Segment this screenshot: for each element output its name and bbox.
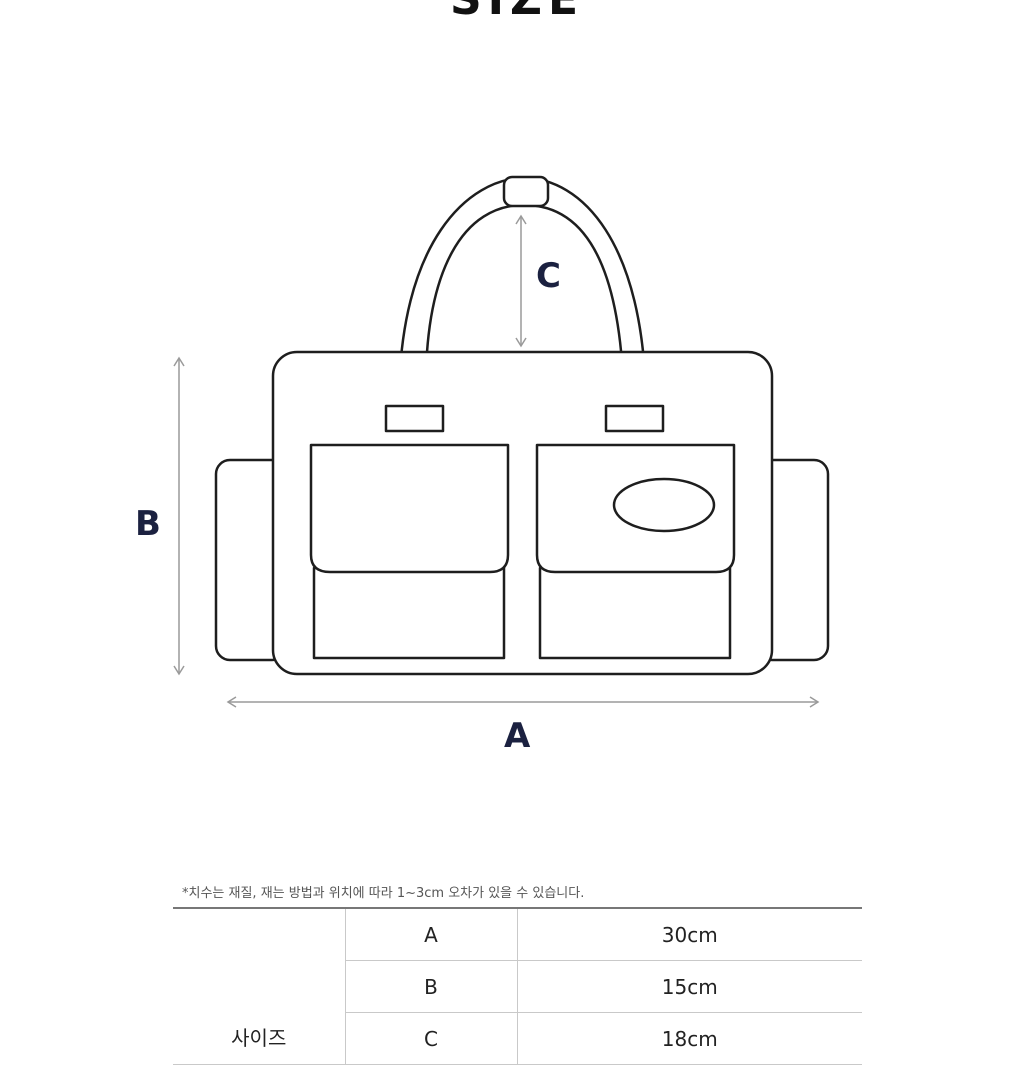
dimension-value: 15cm	[517, 960, 862, 1013]
right-front-pocket	[538, 566, 732, 660]
table-row: B 15cm	[173, 960, 862, 1013]
page-title: SIZE	[0, 0, 1034, 25]
dimension-key: B	[345, 960, 518, 1013]
left-handle-tab	[384, 404, 445, 433]
bag-dimension-diagram	[173, 175, 830, 708]
dimension-label-c: C	[536, 256, 561, 296]
size-table: 사이즈 A 30cm B 15cm C 18cm	[173, 907, 862, 1065]
size-row-header: 사이즈	[173, 907, 346, 1065]
table-row: 사이즈 A 30cm	[173, 907, 862, 1065]
size-disclaimer-note: *치수는 재질, 재는 방법과 위치에 따라 1~3cm 오차가 있을 수 있습…	[182, 886, 585, 901]
left-front-pocket	[312, 566, 506, 660]
dimension-key: A	[345, 907, 518, 961]
handle-grip	[502, 175, 550, 208]
dimension-label-b: B	[135, 504, 161, 544]
logo-patch	[612, 477, 716, 533]
dimension-label-a: A	[504, 716, 531, 756]
right-handle-tab	[604, 404, 665, 433]
left-pocket-flap	[309, 443, 510, 574]
dimension-key: C	[345, 1012, 518, 1065]
dimension-value: 18cm	[517, 1012, 862, 1065]
dimension-value: 30cm	[517, 907, 862, 961]
